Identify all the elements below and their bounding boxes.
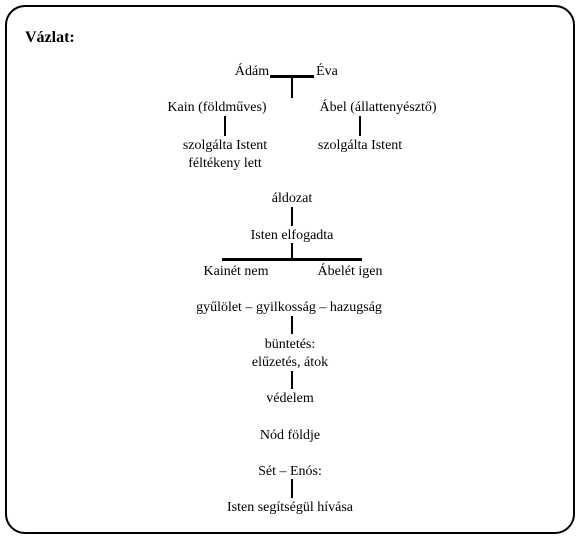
node-abels-yes: Ábelét igen: [317, 264, 383, 279]
node-eva: Éva: [316, 64, 338, 79]
kain-served-line: [224, 116, 226, 136]
parents-children-line: [291, 76, 293, 98]
node-punishment: büntetés:: [264, 337, 316, 352]
accepted-split-bar: [222, 258, 362, 261]
node-abel-served: szolgálta Istent: [317, 138, 403, 153]
node-kain: Kain (földműves): [167, 100, 267, 115]
node-kain-served: szolgálta Istent: [182, 138, 268, 153]
node-exile-curse: elűzetés, átok: [251, 355, 329, 370]
node-abel: Ábel (állattenyésztő): [319, 100, 437, 115]
outline-title: Vázlat:: [25, 29, 75, 46]
node-calling-god: Isten segítségül hívása: [227, 500, 353, 515]
punishment-line: [291, 371, 293, 389]
node-kain-jealous: féltékeny lett: [188, 156, 262, 171]
sacrifice-line: [291, 207, 293, 226]
accepted-vertical-line: [291, 243, 293, 259]
node-land-of-nod: Nód földje: [259, 428, 321, 443]
node-kains-no: Kainét nem: [203, 264, 269, 279]
hatred-line: [291, 316, 293, 334]
abel-served-line: [359, 116, 361, 136]
node-sacrifice: áldozat: [271, 191, 313, 206]
node-adam: Ádám: [234, 64, 270, 79]
outline-frame: Vázlat:: [5, 5, 575, 534]
node-god-accepted: Isten elfogadta: [250, 228, 334, 243]
node-protection: védelem: [266, 391, 314, 406]
seth-line: [291, 479, 293, 498]
node-seth-enos: Sét – Enós:: [258, 464, 322, 479]
node-hatred-chain: gyűlölet – gyilkosság – hazugság: [196, 300, 382, 315]
